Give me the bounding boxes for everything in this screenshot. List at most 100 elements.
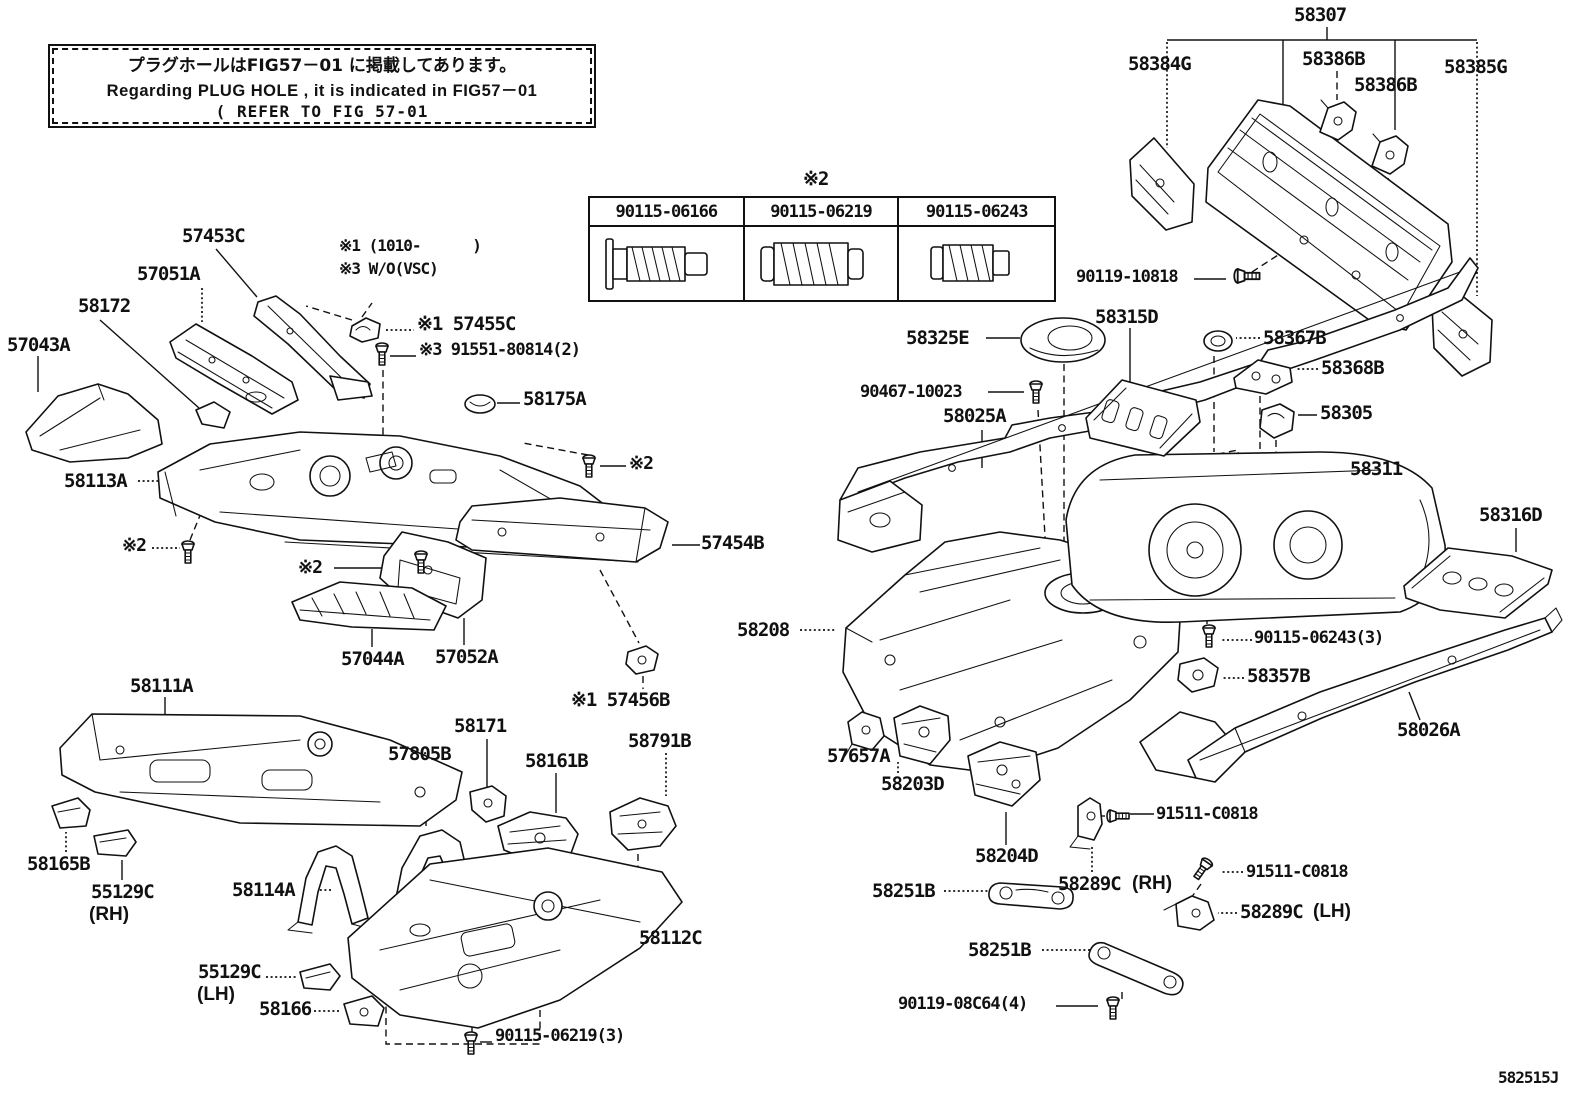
part-label: 57043A — [7, 334, 71, 356]
part-58171-drawing — [469, 785, 507, 823]
part-label: 58171 — [454, 715, 507, 737]
part-58384g-drawing — [1129, 137, 1195, 231]
part-label: 58111A — [130, 675, 194, 697]
part-58203d-drawing — [893, 705, 951, 765]
part-58357b-drawing — [1177, 657, 1219, 693]
bolt-icon — [1190, 855, 1215, 883]
part-58791b-drawing — [609, 797, 677, 851]
part-58315d-drawing — [1085, 379, 1201, 457]
part-label: 58384G — [1128, 53, 1192, 75]
bolt-icon — [1106, 996, 1120, 1020]
part-57455c-clip — [349, 317, 381, 343]
part-57043a-drawing — [25, 383, 163, 463]
part-label: 58385G — [1444, 56, 1508, 78]
part-label: 58165B — [27, 853, 91, 875]
part-label: 57051A — [137, 263, 201, 285]
part-58112c-drawing — [347, 847, 683, 1029]
part-label: 57044A — [341, 648, 405, 670]
part-label: 58208 — [737, 619, 790, 641]
part-label: 58166 — [259, 998, 312, 1020]
part-58111a-drawing — [59, 713, 463, 827]
part-label: ※3 91551-80814(2) — [419, 340, 581, 360]
part-label: 58368B — [1321, 357, 1385, 379]
screw-illustration-cell — [899, 227, 1054, 300]
bolt-icon — [1029, 380, 1043, 404]
part-57453c-drawing — [253, 295, 373, 401]
part-label: 58311 — [1350, 458, 1403, 480]
part-58325e-drawing — [1020, 317, 1106, 363]
part-label: (RH) — [1132, 873, 1173, 894]
part-label: 58325E — [906, 327, 970, 349]
flanged-screw-icon — [605, 237, 709, 290]
part-label: 57454B — [701, 532, 765, 554]
part-label: 58175A — [523, 388, 587, 410]
part-label: ※1 57455C — [417, 313, 516, 335]
part-55129c-lh-clip — [299, 963, 341, 991]
part-label: 90467-10023 — [860, 382, 963, 402]
part-label: 55129C — [198, 961, 262, 983]
part-57454b-drawing — [455, 497, 669, 563]
part-label: 58357B — [1247, 665, 1311, 687]
part-58307-drawing — [1205, 99, 1453, 331]
bolt-icon — [1233, 268, 1261, 284]
part-58289c-rh-drawing — [1069, 797, 1103, 850]
screw-illustration-cell — [590, 227, 745, 300]
part-label: 58305 — [1320, 402, 1373, 424]
part-58305-clip — [1259, 403, 1295, 439]
screw-icon — [760, 241, 864, 286]
part-label: 58172 — [78, 295, 131, 317]
part-label: 58251B — [872, 880, 936, 902]
part-label: 58315D — [1095, 306, 1159, 328]
part-label: (LH) — [197, 984, 235, 1005]
part-label: 58204D — [975, 845, 1039, 867]
part-label: (LH) — [1313, 901, 1351, 922]
part-58386b-bracket-2 — [1371, 133, 1409, 175]
part-58175a-clip — [464, 394, 496, 414]
part-label: 58791B — [628, 730, 692, 752]
part-label: 58289C — [1240, 901, 1304, 923]
part-label: 58386B — [1302, 48, 1366, 70]
part-label: 57805B — [388, 743, 452, 765]
part-label: ※1 (1010- ) — [339, 236, 482, 255]
part-label: 58026A — [1397, 719, 1461, 741]
part-label: ※2 — [298, 557, 323, 578]
part-label: 58114A — [232, 879, 296, 901]
part-label: 58289C — [1058, 873, 1122, 895]
part-58367b-grommet — [1203, 330, 1233, 352]
part-label: 58307 — [1294, 4, 1347, 26]
part-58386b-bracket-1 — [1319, 99, 1357, 141]
part-55129c-rh-clip — [93, 829, 137, 857]
note-box-inner: プラグホールはFIG57－01 に掲載してあります。 Regarding PLU… — [52, 48, 592, 124]
part-58251b-link-2 — [1088, 941, 1184, 996]
part-label: 57453C — [182, 225, 246, 247]
part-58316d-drawing — [1403, 547, 1553, 619]
part-label: 90119-10818 — [1076, 267, 1179, 287]
bolt-icon — [582, 454, 596, 478]
bolt-icon — [1106, 809, 1130, 823]
part-58172-drawing — [195, 401, 231, 429]
part-58311-drawing — [1065, 451, 1446, 624]
part-label: 58367B — [1263, 327, 1327, 349]
part-label: 91511-C0818 — [1156, 804, 1259, 824]
bolt-icon — [1202, 624, 1216, 648]
note-line-english: Regarding PLUG HOLE , it is indicated in… — [106, 82, 538, 100]
part-label: (RH) — [89, 904, 130, 925]
part-label: 58025A — [943, 405, 1007, 427]
figure-code: 582515J — [1498, 1068, 1559, 1087]
part-label: ※2 — [629, 453, 654, 474]
fastener-column-header: 90115-06166 — [590, 198, 745, 227]
part-58166-clip — [343, 995, 385, 1027]
part-label: 58203D — [881, 773, 945, 795]
screw-illustration-cell — [745, 227, 900, 300]
part-label: ※1 57456B — [571, 689, 670, 711]
part-57044a-drawing — [291, 581, 447, 631]
part-58204d-drawing — [967, 741, 1041, 807]
part-label: 58161B — [525, 750, 589, 772]
part-label: 91511-C0818 — [1246, 862, 1349, 882]
part-label: 58251B — [968, 939, 1032, 961]
note-line-refer: ( REFER TO FIG 57-01 — [215, 102, 429, 121]
part-label: 55129C — [91, 881, 155, 903]
part-58251b-link-1 — [988, 882, 1074, 910]
fastener-column-header: 90115-06219 — [744, 198, 900, 227]
